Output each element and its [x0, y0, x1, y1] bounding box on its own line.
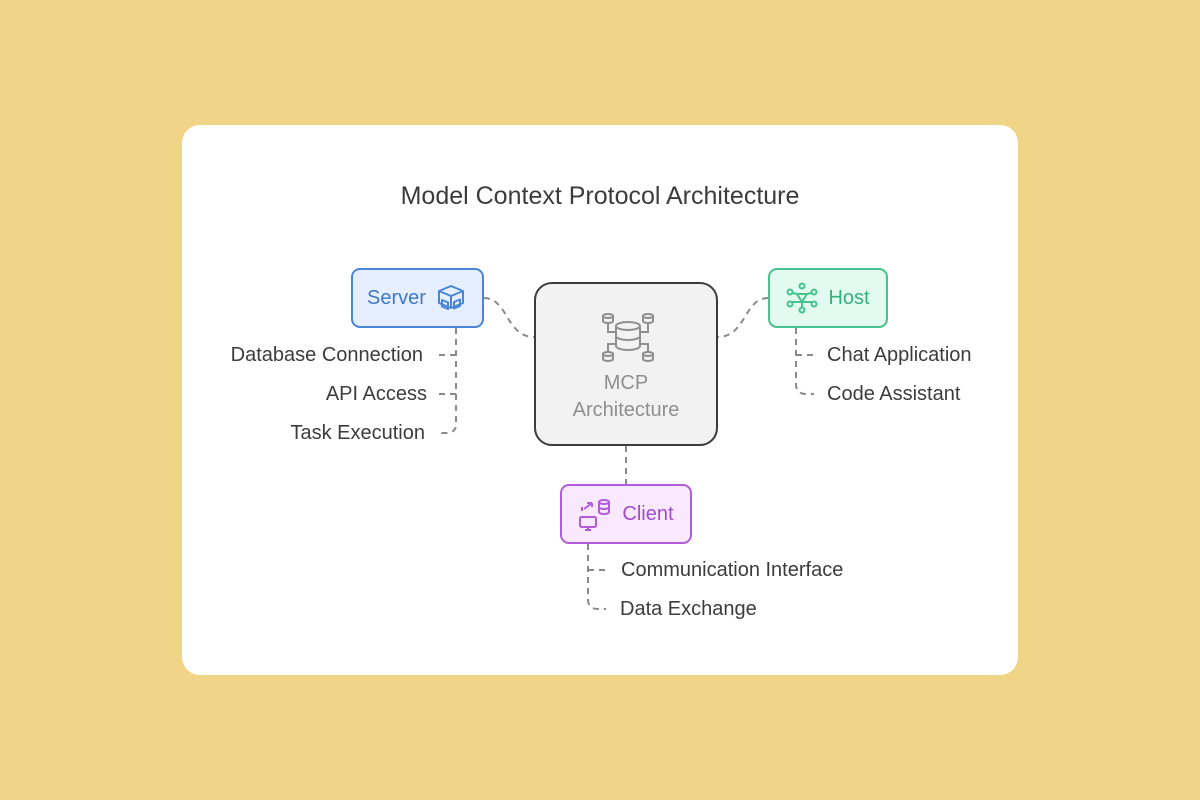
computer-data-exchange-icon — [578, 497, 612, 531]
database-network-icon — [602, 310, 654, 369]
server-label: Server — [367, 286, 426, 309]
network-nodes-icon — [786, 282, 818, 314]
diagram-title: Model Context Protocol Architecture — [400, 182, 800, 210]
host-node[interactable]: Host — [768, 268, 888, 328]
connector-client-items — [587, 544, 606, 610]
server-node[interactable]: Server — [351, 268, 484, 328]
mcp-architecture-node[interactable]: MCP Architecture — [534, 282, 718, 446]
center-label-line-1: MCP — [603, 372, 649, 394]
connector-host-items — [795, 328, 814, 395]
client-item-data-exchange: Data Exchange — [620, 598, 757, 620]
connector-server-items — [438, 328, 457, 434]
host-item-code-assistant: Code Assistant — [827, 383, 961, 405]
host-item-chat-application: Chat Application — [827, 344, 972, 366]
client-label: Client — [622, 502, 674, 525]
connector-server-center — [483, 297, 535, 338]
server-item-api-access: API Access — [325, 383, 427, 405]
host-label: Host — [828, 286, 870, 309]
mcp-architecture-label: MCP Architecture — [536, 370, 716, 424]
center-label-line-2: Architecture — [572, 399, 680, 421]
client-node[interactable]: Client — [560, 484, 692, 544]
server-item-task-execution: Task Execution — [290, 422, 425, 444]
cubes-icon — [436, 282, 468, 314]
server-item-database-connection: Database Connection — [230, 344, 423, 366]
client-item-communication-interface: Communication Interface — [621, 559, 844, 581]
connector-host-center — [717, 297, 769, 338]
